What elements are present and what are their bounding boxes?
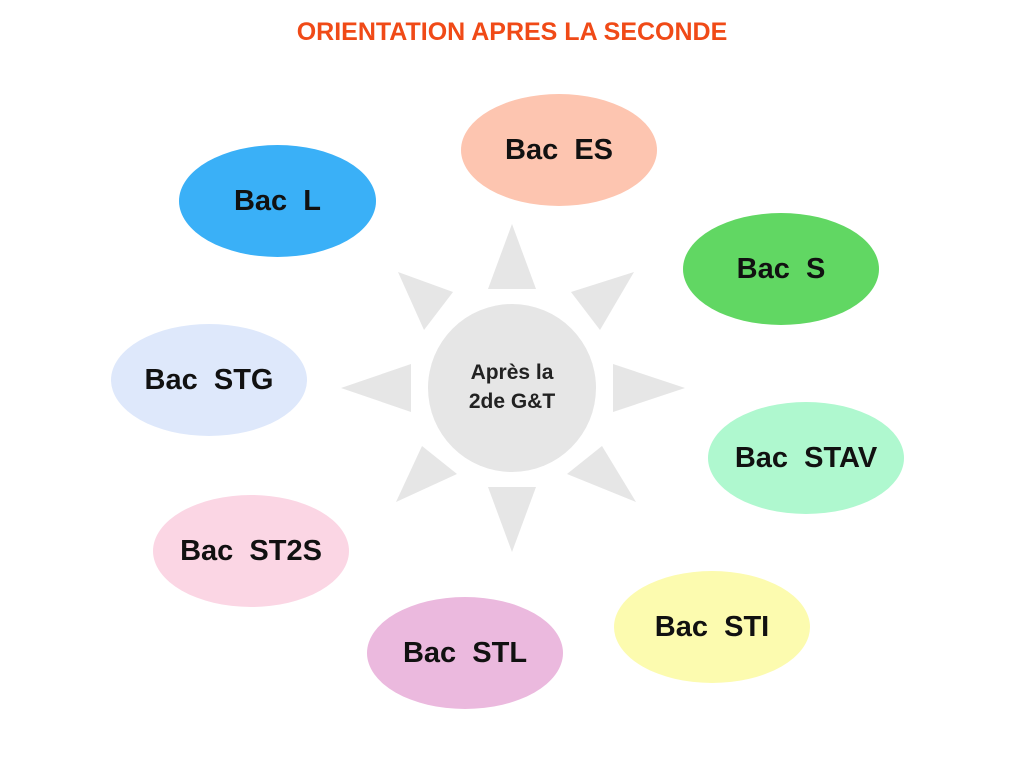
- center-label-line2: 2de G&T: [468, 390, 556, 413]
- bubble-bac-l: Bac L: [179, 145, 376, 257]
- bubble-bac-stg: Bac STG: [111, 324, 307, 436]
- sun-ray-top-right: [571, 272, 634, 330]
- sun-ray-left: [341, 364, 411, 412]
- sun-ray-bottom-right: [567, 446, 636, 502]
- bubble-bac-sti: Bac STI: [614, 571, 810, 683]
- sun-ray-bottom-left: [396, 446, 457, 502]
- sun-ray-bottom: [488, 487, 536, 552]
- sun-core: [428, 304, 596, 472]
- sun-ray-top: [488, 224, 536, 289]
- bubble-bac-st2s: Bac ST2S: [153, 495, 349, 607]
- bubble-bac-stav: Bac STAV: [708, 402, 904, 514]
- sun-ray-right: [613, 364, 685, 412]
- bubble-bac-es: Bac ES: [461, 94, 657, 206]
- sun-ray-top-left: [398, 272, 453, 330]
- bubble-bac-s: Bac S: [683, 213, 879, 325]
- page-title: ORIENTATION APRES LA SECONDE: [296, 18, 728, 46]
- center-label: Après la 2de G&T: [432, 358, 592, 416]
- bubble-bac-stl: Bac STL: [367, 597, 563, 709]
- center-label-line1: Après la: [470, 361, 554, 384]
